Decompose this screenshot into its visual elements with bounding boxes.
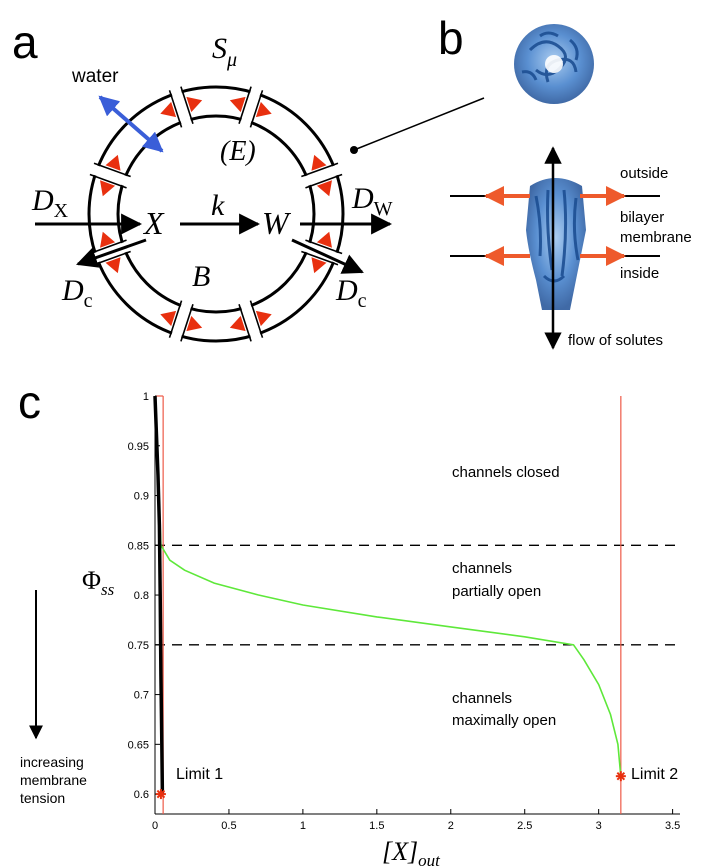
membrane-channel <box>168 86 194 128</box>
tension-triangle <box>311 154 327 171</box>
membrane-label: Sμ <box>212 32 237 71</box>
y-tick-label: 1 <box>143 391 149 403</box>
tension-triangle <box>186 96 203 113</box>
dx-label: DX <box>31 184 69 222</box>
x-tick-label: 3 <box>596 820 602 832</box>
dc-right-label: Dc <box>335 274 367 312</box>
tension-triangle <box>255 101 272 118</box>
dc-right-arrow <box>291 238 364 274</box>
tension-triangle <box>160 101 177 118</box>
flow-of-solutes-label: flow of solutes <box>568 332 663 349</box>
tension-label-line3: tension <box>20 790 65 806</box>
membrane-inner-ring <box>116 114 316 314</box>
x-label: X <box>142 205 165 241</box>
tension-triangle <box>316 231 332 248</box>
y-tick-label: 0.6 <box>134 789 149 801</box>
tension-triangle <box>311 257 327 274</box>
dc-left-label: Dc <box>61 274 93 312</box>
y-tick-label: 0.8 <box>134 590 149 602</box>
phi-chart: 0 0.5 1 1.5 2 2.5 3 3.5 0.6 0.65 0.7 0.75 0.8 0.85 0.9… <box>128 391 681 832</box>
y-tick-label: 0.65 <box>128 739 149 751</box>
membrane-channel <box>238 86 264 128</box>
y-tick-label: 0.75 <box>128 640 149 652</box>
region-max-label-line2: maximally open <box>452 712 556 729</box>
dc-left-arrow <box>76 238 147 268</box>
x-tick-label: 0.5 <box>221 820 236 832</box>
protein-side-view <box>526 178 586 310</box>
chart-series <box>153 395 622 795</box>
chart-threshold-lines <box>155 544 680 646</box>
y-tick-label: 0.7 <box>134 690 149 702</box>
tension-triangles <box>100 96 332 332</box>
zoom-pointer-dot <box>350 146 358 154</box>
x-tick-label: 2.5 <box>517 820 532 832</box>
y-tick-label: 0.85 <box>128 540 149 552</box>
enzyme-label: (E) <box>220 136 256 167</box>
x-tick-label: 3.5 <box>665 820 680 832</box>
w-label: W <box>262 205 292 241</box>
chart-limit-markers <box>155 771 626 800</box>
water-label: water <box>71 66 119 87</box>
region-partial-label-line1: channels <box>452 560 512 577</box>
tension-triangle <box>100 231 116 248</box>
outside-label: outside <box>620 165 668 182</box>
tension-triangle <box>229 315 246 332</box>
tension-triangle <box>105 257 121 274</box>
tension-label-line1: increasing <box>20 754 84 770</box>
membrane-channel <box>89 162 131 189</box>
chart-limit-lines <box>156 395 622 814</box>
region-max-label-line1: channels <box>452 690 512 707</box>
bilayer-label-line1: bilayer <box>620 209 664 226</box>
zoom-pointer-line <box>353 97 485 151</box>
x-axis-label: [X]out <box>382 837 441 868</box>
x-tick-label: 0 <box>152 820 158 832</box>
panel-b: b <box>438 12 692 350</box>
x-tick-label: 2 <box>448 820 454 832</box>
limit2-marker <box>615 771 626 782</box>
membrane-channel <box>168 300 194 342</box>
panel-a: a Sμ water (E) DX X k W DW Dc <box>12 16 485 343</box>
bilayer-label-line2: membrane <box>620 229 692 246</box>
tension-triangle <box>105 154 121 171</box>
y-tick-label: 0.95 <box>128 441 149 453</box>
tension-triangle <box>255 310 272 327</box>
chart-ticks: 0 0.5 1 1.5 2 2.5 3 3.5 0.6 0.65 0.7 0.75 0.8 0.85 0.9… <box>128 391 681 832</box>
b-label: B <box>192 260 210 293</box>
panel-letter-b: b <box>438 12 464 64</box>
x-tick-label: 1 <box>300 820 306 832</box>
tension-triangle <box>229 96 246 113</box>
k-label: k <box>211 189 225 222</box>
limit1-label: Limit 1 <box>176 766 223 783</box>
limit2-label: Limit 2 <box>631 766 678 783</box>
tension-triangle <box>316 180 332 197</box>
y-tick-label: 0.9 <box>134 491 149 503</box>
region-partial-label-line2: partially open <box>452 583 541 600</box>
tension-triangle <box>160 310 177 327</box>
x-tick-label: 1.5 <box>369 820 384 832</box>
region-closed-label: channels closed <box>452 464 560 481</box>
inside-label: inside <box>620 265 659 282</box>
limit1-marker <box>155 789 166 800</box>
panel-letter-c: c <box>18 376 41 428</box>
tension-label-line2: membrane <box>20 772 87 788</box>
chart-axes <box>154 396 680 815</box>
tension-triangle <box>100 180 116 197</box>
tension-triangle <box>186 315 203 332</box>
water-arrow <box>98 95 164 153</box>
membrane-outer-ring <box>87 85 345 343</box>
series-black-line <box>153 395 165 795</box>
membrane-channel <box>238 300 264 342</box>
dw-label: DW <box>351 182 393 220</box>
protein-top-view <box>514 24 594 104</box>
membrane-channel <box>301 162 343 189</box>
panel-letter-a: a <box>12 16 38 68</box>
y-axis-label: Φss <box>82 566 115 599</box>
